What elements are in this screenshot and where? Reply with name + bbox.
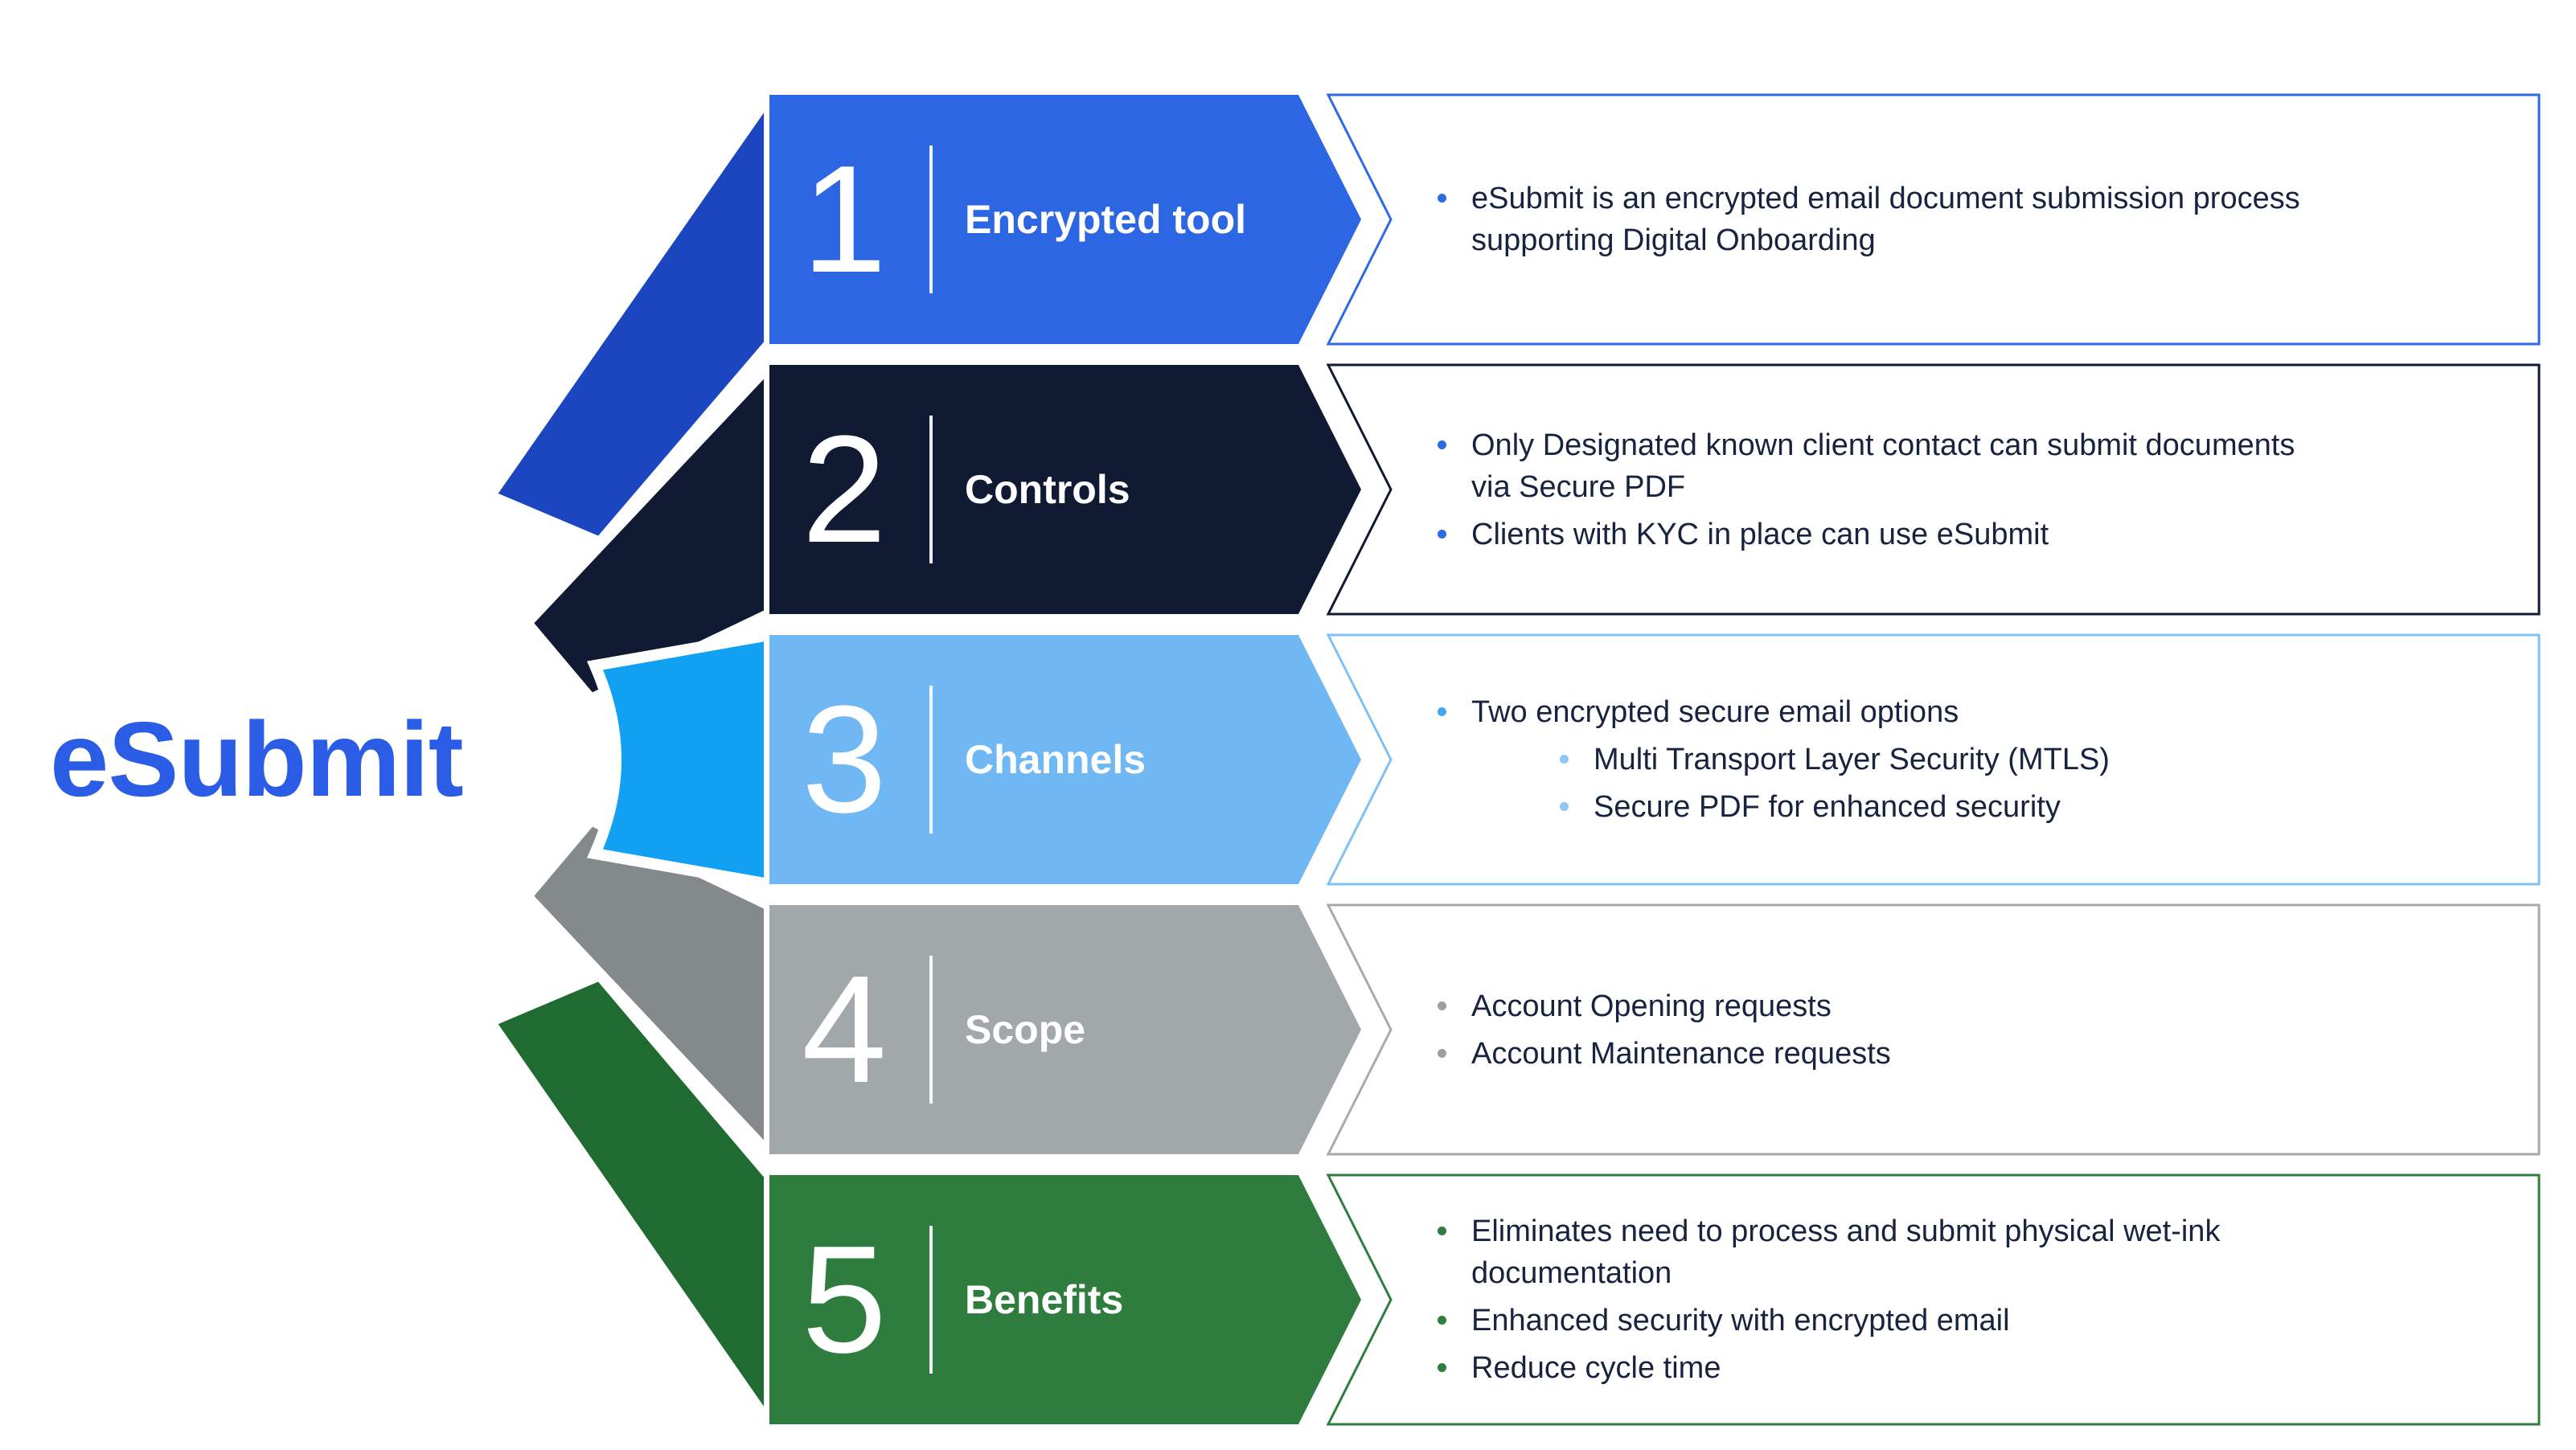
row-1-label: Encrypted tool: [965, 197, 1247, 242]
row-2-details: Only Designated known client contact can…: [1431, 365, 2508, 614]
bullet-list: Only Designated known client contact can…: [1431, 419, 2508, 561]
row-2-number: 2: [802, 404, 887, 575]
bullet-item: Two encrypted secure email options: [1431, 691, 2508, 733]
row-3-number: 3: [802, 674, 887, 845]
row-5-divider: [929, 1226, 933, 1374]
bullet-list: Eliminates need to process and submit ph…: [1431, 1205, 2508, 1395]
row-2-banner-arrow: [769, 365, 1361, 614]
bullet-item: eSubmit is an encrypted email document s…: [1431, 178, 2508, 261]
bullet-item: Reduce cycle time: [1431, 1347, 2508, 1389]
row-4-details: Account Opening requests Account Mainten…: [1431, 905, 2508, 1154]
row-4-banner-arrow: [769, 905, 1361, 1154]
bullet-item: Only Designated known client contact can…: [1431, 424, 2508, 508]
bullet-item: Enhanced security with encrypted email: [1431, 1300, 2508, 1341]
row-3-detail-box-outline: [1326, 633, 2541, 886]
row-4-label: Scope: [965, 1007, 1086, 1052]
row-4-detail-box-outline: [1326, 903, 2541, 1156]
bullet-list: Account Opening requests Account Mainten…: [1431, 980, 2508, 1080]
row-4-divider: [929, 956, 933, 1104]
row-4-number: 4: [802, 944, 887, 1115]
bullet-list: eSubmit is an encrypted email document s…: [1431, 172, 2508, 267]
bullet-item: Account Opening requests: [1431, 985, 2508, 1027]
row-1-banner-arrow: [769, 95, 1361, 344]
bullet-item: Eliminates need to process and submit ph…: [1431, 1210, 2508, 1294]
bullet-sub-item: Secure PDF for enhanced security: [1553, 786, 2508, 828]
bullet-sub-item: Multi Transport Layer Security (MTLS): [1553, 739, 2508, 780]
row-5-details: Eliminates need to process and submit ph…: [1431, 1175, 2508, 1424]
row-1-details: eSubmit is an encrypted email document s…: [1431, 95, 2508, 344]
row-3-tail-shape: [586, 628, 775, 891]
row-1-detail-box-outline: [1326, 93, 2541, 346]
row-2-label: Controls: [965, 467, 1130, 512]
row-2-detail-box-outline: [1326, 363, 2541, 616]
page-title: eSubmit: [50, 700, 464, 818]
row-5-label: Benefits: [965, 1277, 1124, 1322]
row-5-detail-box-outline: [1326, 1174, 2541, 1426]
row-3-label: Channels: [965, 737, 1146, 782]
bullet-item: Clients with KYC in place can use eSubmi…: [1431, 514, 2508, 555]
row-5-banner-arrow: [769, 1175, 1361, 1424]
bullet-item: Account Maintenance requests: [1431, 1033, 2508, 1075]
row-1-divider: [929, 145, 933, 293]
row-2-divider: [929, 416, 933, 563]
row-3-divider: [929, 686, 933, 834]
row-3-banner-arrow: [769, 635, 1361, 884]
row-1-number: 1: [802, 134, 887, 305]
row-3-details: Two encrypted secure email options Multi…: [1431, 635, 2508, 884]
bullet-list: Two encrypted secure email options Multi…: [1431, 686, 2508, 834]
row-5-number: 5: [802, 1214, 887, 1385]
